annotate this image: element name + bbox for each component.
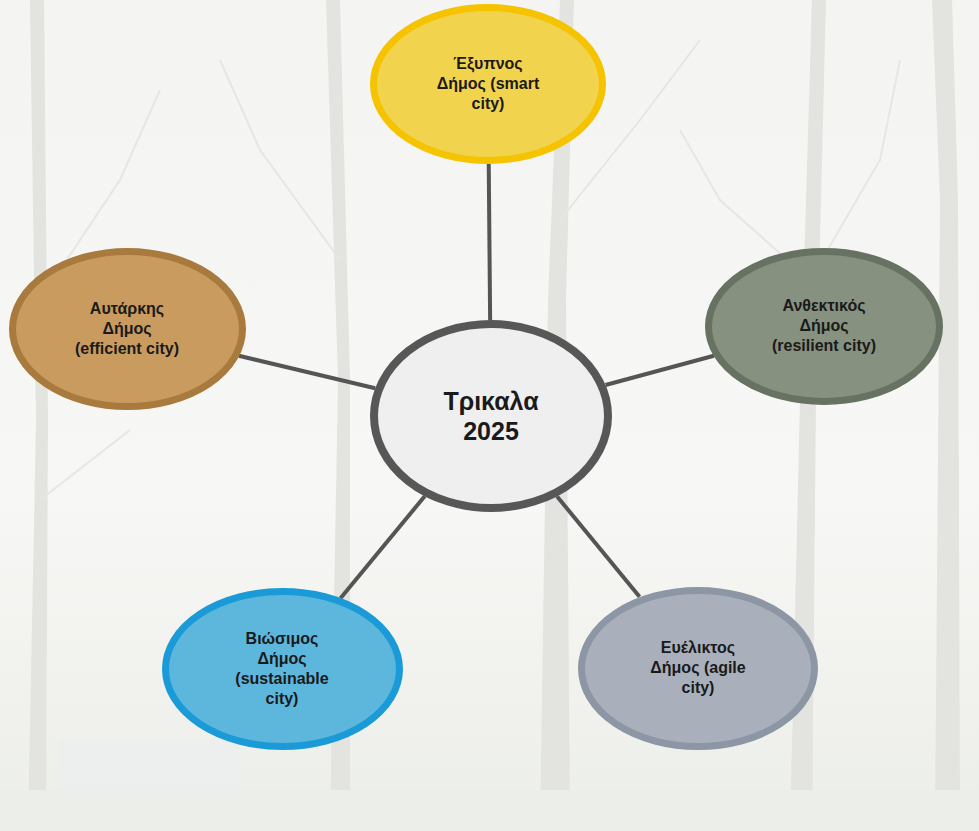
circle-shape (165, 592, 399, 747)
pillar-label: Έξυπνος Δήμος (smart city) (429, 54, 547, 114)
pillar-circle: Αυτάρκης Δήμος (efficient city) (9, 248, 246, 410)
circle-outline (370, 320, 612, 512)
circle-text-group: Αυτάρκης Δήμος (efficient city) (68, 299, 186, 359)
circle-text-group: Ευέλικτος Δήμος (agile city) (639, 638, 757, 698)
pillar-circle: Έξυπνος Δήμος (smart city) (370, 4, 606, 164)
pillar-label: Αυτάρκης Δήμος (efficient city) (68, 299, 186, 359)
circle-shape (709, 251, 940, 401)
spoke-line (606, 356, 714, 385)
pillar-label: Ευέλικτος Δήμος (agile city) (639, 638, 757, 698)
pillar-label: Βιώσιμος Δήμος (sustainable city) (223, 629, 341, 709)
pillar-circle: Βιώσιμος Δήμος (sustainable city) (162, 588, 403, 750)
tree-trunks (28, 0, 960, 831)
pillar-circle: Ανθεκτικός Δήμος (resilient city) (705, 248, 943, 405)
circle-text-group: Ανθεκτικός Δήμος (resilient city) (765, 296, 883, 356)
spoke-line (557, 496, 639, 596)
spoke-line (489, 164, 490, 320)
circle-outline (162, 588, 403, 750)
circle-shape (12, 252, 242, 407)
hub-circle: Τρικαλα 2025 (370, 320, 612, 512)
spoke-line (239, 356, 375, 389)
circle-shape (374, 324, 608, 508)
ground (0, 790, 979, 831)
circle-text-group: Έξυπνος Δήμος (smart city) (429, 54, 547, 114)
circle-shape (582, 590, 815, 746)
circle-text-group: Τρικαλα 2025 (436, 386, 546, 446)
pillar-label: Ανθεκτικός Δήμος (resilient city) (765, 296, 883, 356)
spoke-line (340, 496, 424, 598)
circle-shape (374, 8, 603, 161)
hub-title: Τρικαλα 2025 (436, 386, 546, 446)
circle-text-group: Βιώσιμος Δήμος (sustainable city) (223, 629, 341, 709)
pillar-circle: Ευέλικτος Δήμος (agile city) (578, 587, 818, 750)
